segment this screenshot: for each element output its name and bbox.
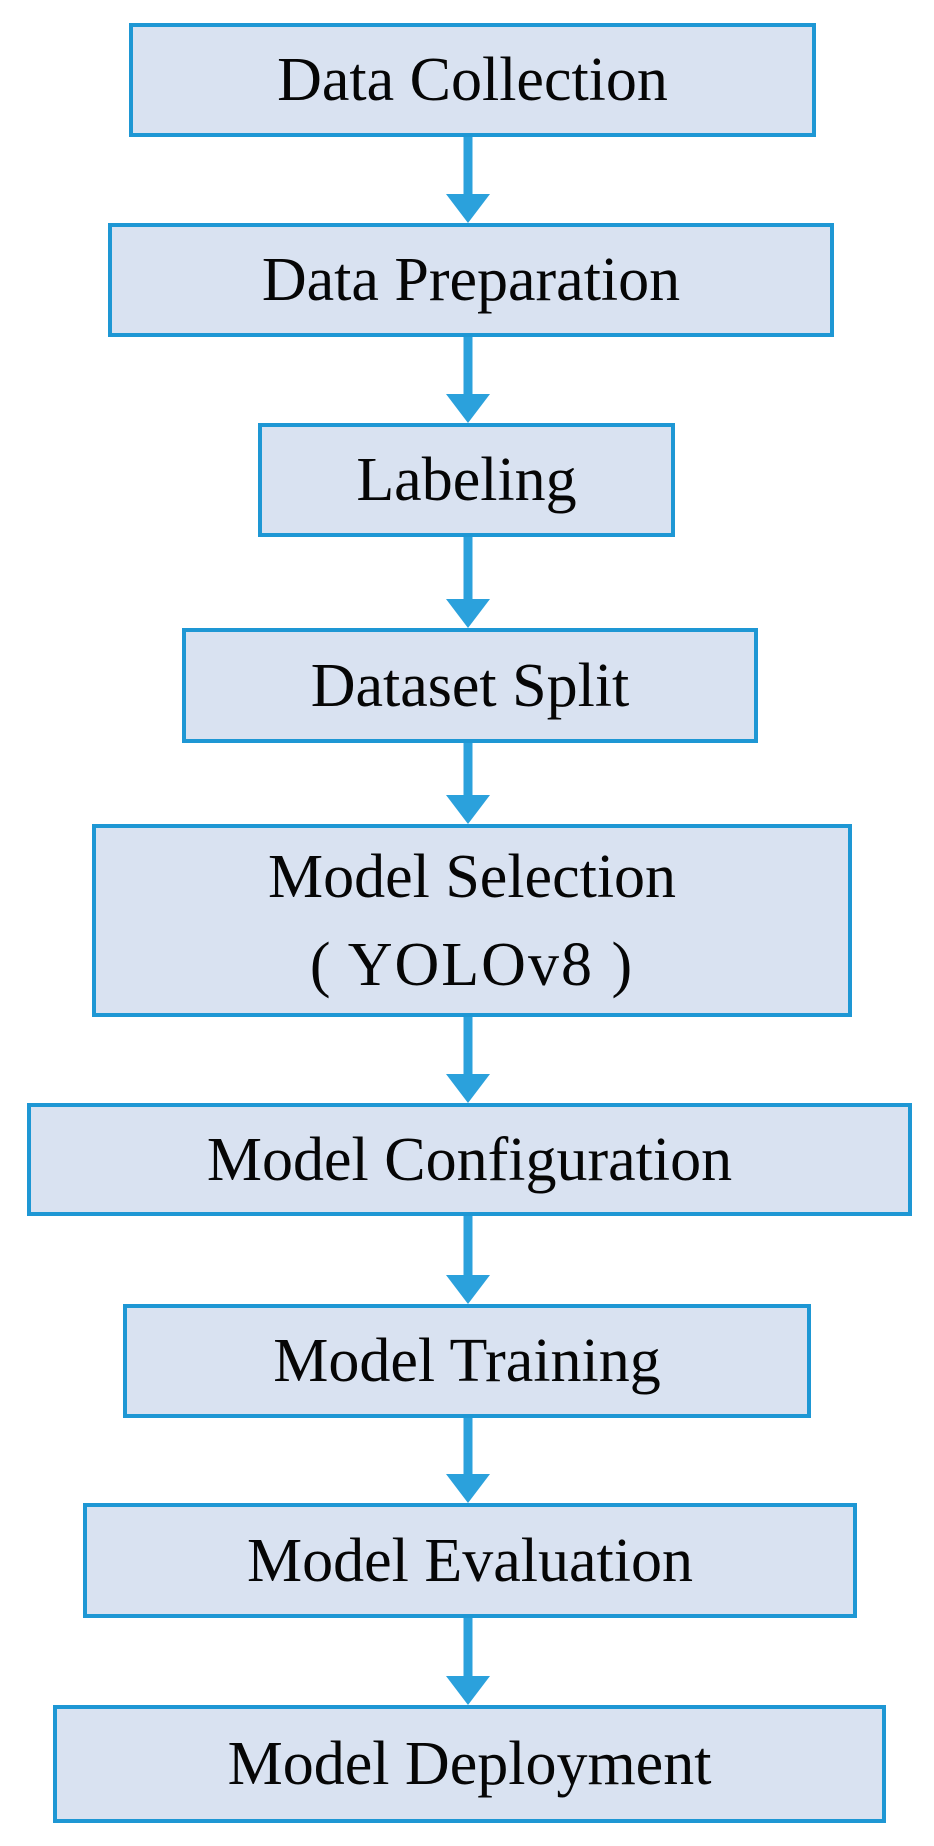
arrow-down-icon — [446, 1017, 490, 1103]
flow-step-sublabel: ( YOLOv8 ) — [309, 930, 635, 999]
flow-step-model-configuration: Model Configuration — [27, 1103, 912, 1216]
arrow-shaft — [463, 537, 473, 603]
arrow-down-icon — [446, 337, 490, 423]
arrow-shaft — [463, 1618, 473, 1680]
flow-step-data-preparation: Data Preparation — [108, 223, 834, 337]
arrow-down-icon — [446, 1216, 490, 1304]
flow-step-dataset-split: Dataset Split — [182, 628, 758, 743]
flow-step-label: Model Evaluation — [247, 1526, 693, 1595]
arrow-head — [446, 1074, 490, 1103]
arrow-head — [446, 599, 490, 628]
arrow-head — [446, 194, 490, 223]
arrow-down-icon — [446, 1418, 490, 1503]
flow-step-label: Labeling — [356, 446, 577, 514]
arrow-shaft — [463, 1418, 473, 1478]
flow-step-model-training: Model Training — [123, 1304, 811, 1418]
flow-step-data-collection: Data Collection — [129, 23, 816, 137]
flow-step-label: Model Deployment — [227, 1730, 712, 1798]
flow-step-label: Model Training — [273, 1327, 661, 1395]
arrow-shaft — [463, 337, 473, 398]
flow-step-label: Model Configuration — [206, 1125, 733, 1194]
arrow-down-icon — [446, 537, 490, 628]
flow-step-model-selection: Model Selection ( YOLOv8 ) — [92, 824, 852, 1017]
flow-step-label: Data Preparation — [261, 246, 681, 314]
arrow-shaft — [463, 743, 473, 799]
arrow-down-icon — [446, 137, 490, 223]
flow-step-label: Data Collection — [277, 46, 668, 114]
arrow-head — [446, 1474, 490, 1503]
flow-step-label: Dataset Split — [310, 651, 630, 720]
arrow-down-icon — [446, 743, 490, 824]
arrow-shaft — [463, 1216, 473, 1279]
arrow-head — [446, 1676, 490, 1705]
arrow-shaft — [463, 137, 473, 198]
arrow-head — [446, 1275, 490, 1304]
arrow-shaft — [463, 1017, 473, 1078]
arrow-head — [446, 795, 490, 824]
flow-step-model-deployment: Model Deployment — [53, 1705, 886, 1823]
flow-step-label: Model Selection — [267, 842, 677, 911]
arrow-down-icon — [446, 1618, 490, 1705]
flow-step-labeling: Labeling — [258, 423, 675, 537]
arrow-head — [446, 394, 490, 423]
flow-step-model-evaluation: Model Evaluation — [83, 1503, 857, 1618]
